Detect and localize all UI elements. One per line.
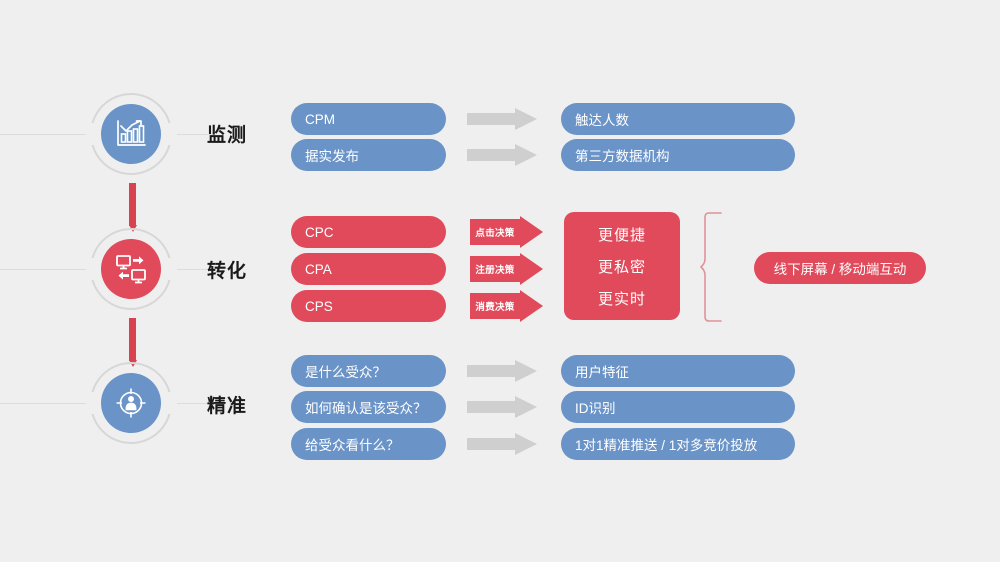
red-arrow-label: 消费决策: [475, 302, 515, 313]
arrow-head: [520, 216, 543, 248]
gray-arrow-monitor-2: [467, 144, 537, 166]
node-disc: [101, 239, 161, 299]
target-person-icon: [114, 386, 148, 420]
connector-monitor-to-conversion: [129, 183, 136, 226]
node-conversion[interactable]: [89, 228, 177, 314]
gray-arrow-precision-1: [467, 360, 537, 382]
gray-arrow-monitor-1: [467, 108, 537, 130]
pill-conversion-outcome[interactable]: 线下屏幕 / 移动端互动: [754, 252, 926, 284]
arrow-head: [515, 144, 537, 166]
pill-precision-left-1[interactable]: 是什么受众？: [291, 355, 446, 387]
ring-gap-right: [167, 258, 177, 280]
ring-gap-left: [89, 392, 99, 414]
red-arrow-label: 点击决策: [475, 228, 515, 239]
bar-chart-trend-icon: [114, 118, 148, 150]
arrow-head: [520, 290, 543, 322]
pill-conversion-left-2[interactable]: CPA: [291, 253, 446, 285]
arrow-shaft: [467, 401, 515, 413]
arrow-head: [515, 360, 537, 382]
pill-monitor-right-1[interactable]: 触达人数: [561, 103, 795, 135]
pill-precision-left-2[interactable]: 如何确认是该受众？: [291, 391, 446, 423]
red-arrow-consume-decision: 消费决策: [470, 290, 543, 322]
rail-line-left-2: [0, 269, 86, 270]
benefit-line-2: 更私密: [597, 258, 646, 276]
arrow-shaft: 点击决策: [470, 219, 520, 245]
ring-gap-right: [167, 392, 177, 414]
pill-precision-right-2[interactable]: ID识别: [561, 391, 795, 423]
node-precision[interactable]: [89, 362, 177, 448]
pill-precision-left-3[interactable]: 给受众看什么？: [291, 428, 446, 460]
arrow-shaft: [467, 438, 515, 450]
pill-precision-right-1[interactable]: 用户特征: [561, 355, 795, 387]
arrow-shaft: 注册决策: [470, 256, 520, 282]
pill-conversion-left-3[interactable]: CPS: [291, 290, 446, 322]
arrow-shaft: [467, 365, 515, 377]
arrow-shaft: [467, 113, 515, 125]
connector-conversion-to-precision: [129, 318, 136, 361]
gray-arrow-precision-2: [467, 396, 537, 418]
arrow-shaft: 消费决策: [470, 293, 520, 319]
node-monitor[interactable]: [89, 93, 177, 179]
pill-conversion-left-1[interactable]: CPC: [291, 216, 446, 248]
rail-line-left-1: [0, 134, 86, 135]
section-title-precision: 精准: [207, 396, 248, 417]
rail-line-left-3: [0, 403, 86, 404]
arrow-head: [515, 433, 537, 455]
rail-line-right-1: [172, 134, 212, 135]
red-arrow-register-decision: 注册决策: [470, 253, 543, 285]
benefit-line-3: 更实时: [597, 290, 646, 308]
screens-transfer-icon: [114, 253, 148, 285]
ring-gap-left: [89, 123, 99, 145]
ring-gap-left: [89, 258, 99, 280]
red-arrow-label: 注册决策: [475, 265, 515, 276]
pill-monitor-left-1[interactable]: CPM: [291, 103, 446, 135]
node-disc: [101, 373, 161, 433]
arrow-head: [515, 396, 537, 418]
node-disc: [101, 104, 161, 164]
rail-line-right-3: [172, 403, 212, 404]
pill-precision-right-3[interactable]: 1对1精准推送 / 1对多竞价投放: [561, 428, 795, 460]
section-title-monitor: 监测: [207, 125, 248, 146]
red-arrow-click-decision: 点击决策: [470, 216, 543, 248]
benefit-line-1: 更便捷: [597, 226, 646, 244]
arrow-head: [515, 108, 537, 130]
conversion-benefits-panel: 更便捷 更私密 更实时: [564, 212, 680, 320]
gray-arrow-precision-3: [467, 433, 537, 455]
section-title-conversion: 转化: [207, 261, 248, 282]
arrow-shaft: [467, 149, 515, 161]
curly-brace: [700, 212, 726, 327]
pill-monitor-right-2[interactable]: 第三方数据机构: [561, 139, 795, 171]
pill-monitor-left-2[interactable]: 据实发布: [291, 139, 446, 171]
ring-gap-right: [167, 123, 177, 145]
arrow-head: [520, 253, 543, 285]
rail-line-right-2: [172, 269, 212, 270]
